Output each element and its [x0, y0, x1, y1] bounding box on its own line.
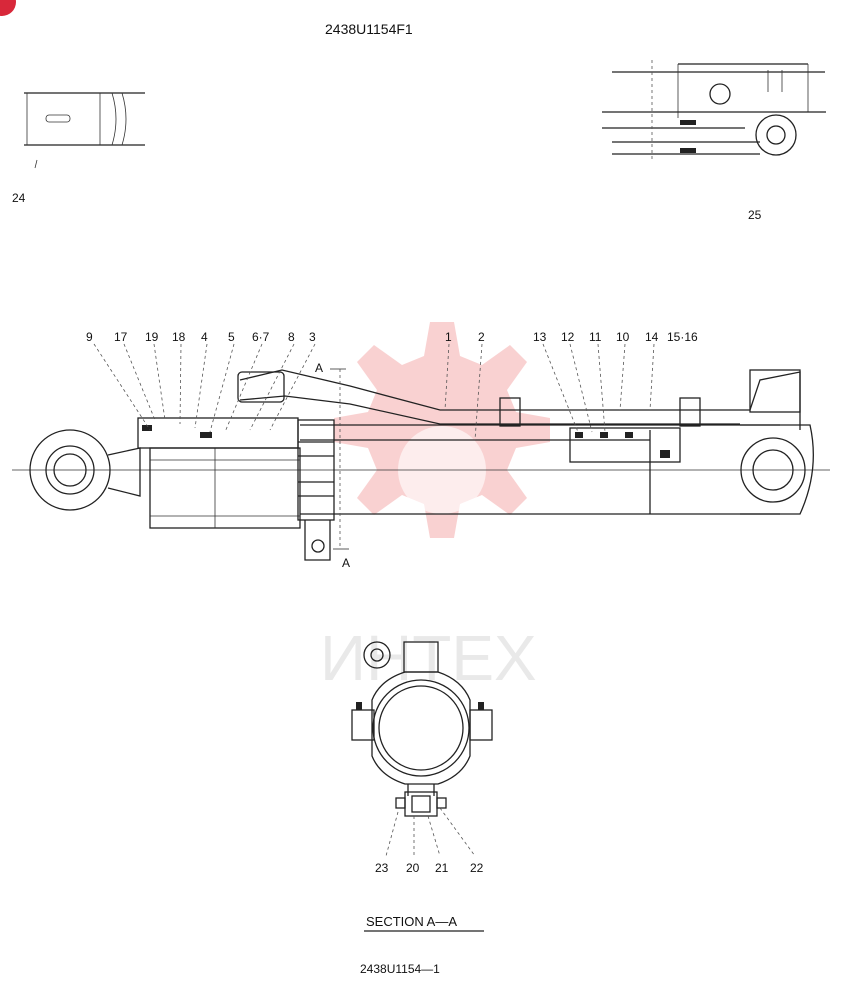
part-label-10: 10 [616, 330, 630, 344]
part-label-2: 2 [478, 330, 485, 344]
part-label-6-7: 6·7 [252, 330, 270, 344]
part-label-5: 5 [228, 330, 235, 344]
part-label-23: 23 [375, 861, 389, 875]
watermark-gear-icon [334, 322, 550, 538]
part-label-9: 9 [86, 330, 93, 344]
part-label-15-16: 15·16 [667, 330, 698, 344]
part-label-12: 12 [561, 330, 575, 344]
part-label-4: 4 [201, 330, 208, 344]
detail-25-clamp [602, 60, 826, 160]
part-label-3: 3 [309, 330, 316, 344]
part-label-24: 24 [12, 191, 26, 205]
part-label-25: 25 [748, 208, 762, 222]
part-label-19: 19 [145, 330, 159, 344]
main-cylinder-assembly [12, 368, 830, 561]
part-label-21: 21 [435, 861, 449, 875]
drawing-number-bottom: 2438U1154—1 [360, 962, 440, 976]
part-label-20: 20 [406, 861, 420, 875]
leader-lines [93, 343, 655, 441]
drawing-number-top: 2438U1154F1 [325, 21, 413, 37]
watermark-text: ИНТЕХ [320, 622, 537, 694]
part-label-1: 1 [445, 330, 452, 344]
detail-24-rod-end [24, 92, 145, 169]
section-caption: SECTION A—A [366, 914, 457, 929]
part-label-18: 18 [172, 330, 186, 344]
section-a-a-view [351, 641, 493, 857]
part-label-11: 11 [589, 330, 602, 344]
part-label-14: 14 [645, 330, 659, 344]
part-label-8: 8 [288, 330, 295, 344]
part-label-13: 13 [533, 330, 547, 344]
part-label-17: 17 [114, 330, 128, 344]
section-marker-top: A [315, 361, 323, 375]
section-marker-bottom: A [342, 556, 350, 570]
corner-badge [0, 0, 16, 16]
part-label-22: 22 [470, 861, 484, 875]
